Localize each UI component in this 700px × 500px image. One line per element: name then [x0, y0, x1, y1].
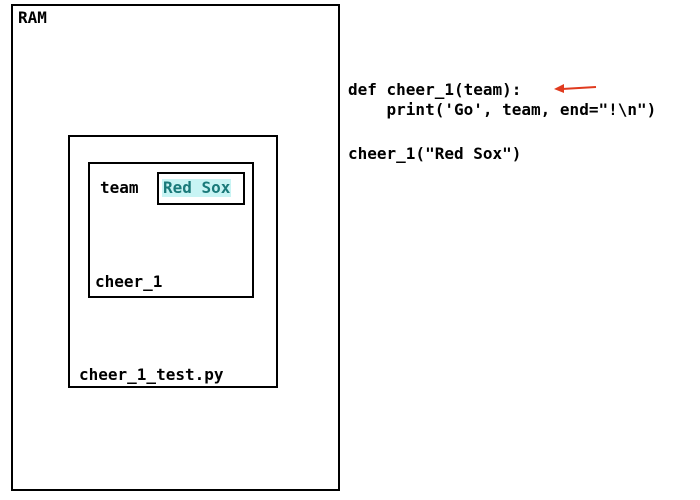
variable-name: team: [100, 178, 139, 197]
variable-value: Red Sox: [162, 178, 232, 197]
ram-label: RAM: [18, 8, 47, 27]
code-line-call: cheer_1("Red Sox"): [348, 144, 522, 163]
function-frame-label: cheer_1: [95, 272, 163, 291]
module-frame-label: cheer_1_test.py: [79, 365, 224, 384]
code-line-def: def cheer_1(team):: [348, 80, 522, 99]
current-line-arrow-icon: [554, 84, 597, 93]
variable-value-box: Red Sox: [157, 172, 245, 205]
ram-panel: [11, 4, 340, 491]
code-line-print: print('Go', team, end="!\n"): [348, 100, 657, 119]
code-listing: def cheer_1(team): print('Go', team, end…: [348, 80, 656, 164]
module-frame: [68, 135, 278, 388]
function-frame: [88, 162, 254, 298]
